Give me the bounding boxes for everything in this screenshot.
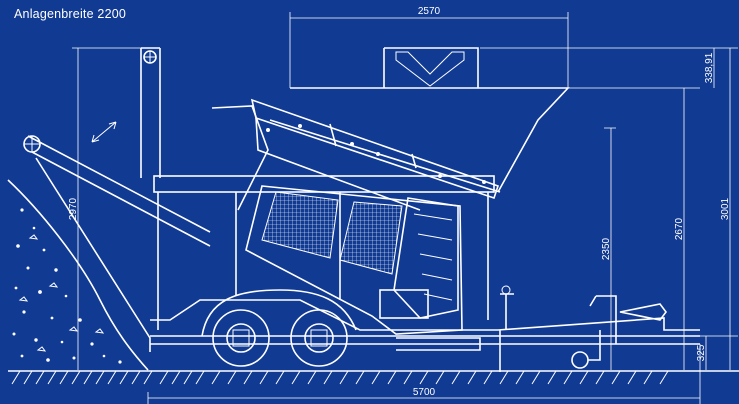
- material-pile: [7, 179, 149, 371]
- mast: [140, 47, 161, 178]
- drawbar: [497, 285, 700, 372]
- drawing-title: Anlagenbreite 2200: [14, 7, 127, 21]
- dim-hopper-height: 2670: [674, 217, 685, 240]
- dimension-lines: [72, 12, 738, 404]
- wheel-rear: [290, 309, 348, 367]
- dim-top-width: 2570: [418, 6, 441, 17]
- dim-hopper-rim: 338,91: [704, 52, 715, 83]
- ground-line: [8, 370, 739, 385]
- fender: [201, 289, 357, 337]
- wheel-front: [212, 309, 270, 367]
- main-frame: [150, 175, 700, 345]
- screen-unit: [245, 185, 481, 351]
- dim-feed-height: 2350: [601, 237, 612, 260]
- dim-total-length: 5700: [413, 387, 436, 398]
- dim-ground-clearance: 325: [696, 344, 707, 361]
- dim-conveyor-height: 2970: [68, 197, 79, 220]
- conveyor-belt: [23, 121, 211, 352]
- hopper: [211, 47, 570, 211]
- dim-total-height: 3001: [720, 197, 731, 220]
